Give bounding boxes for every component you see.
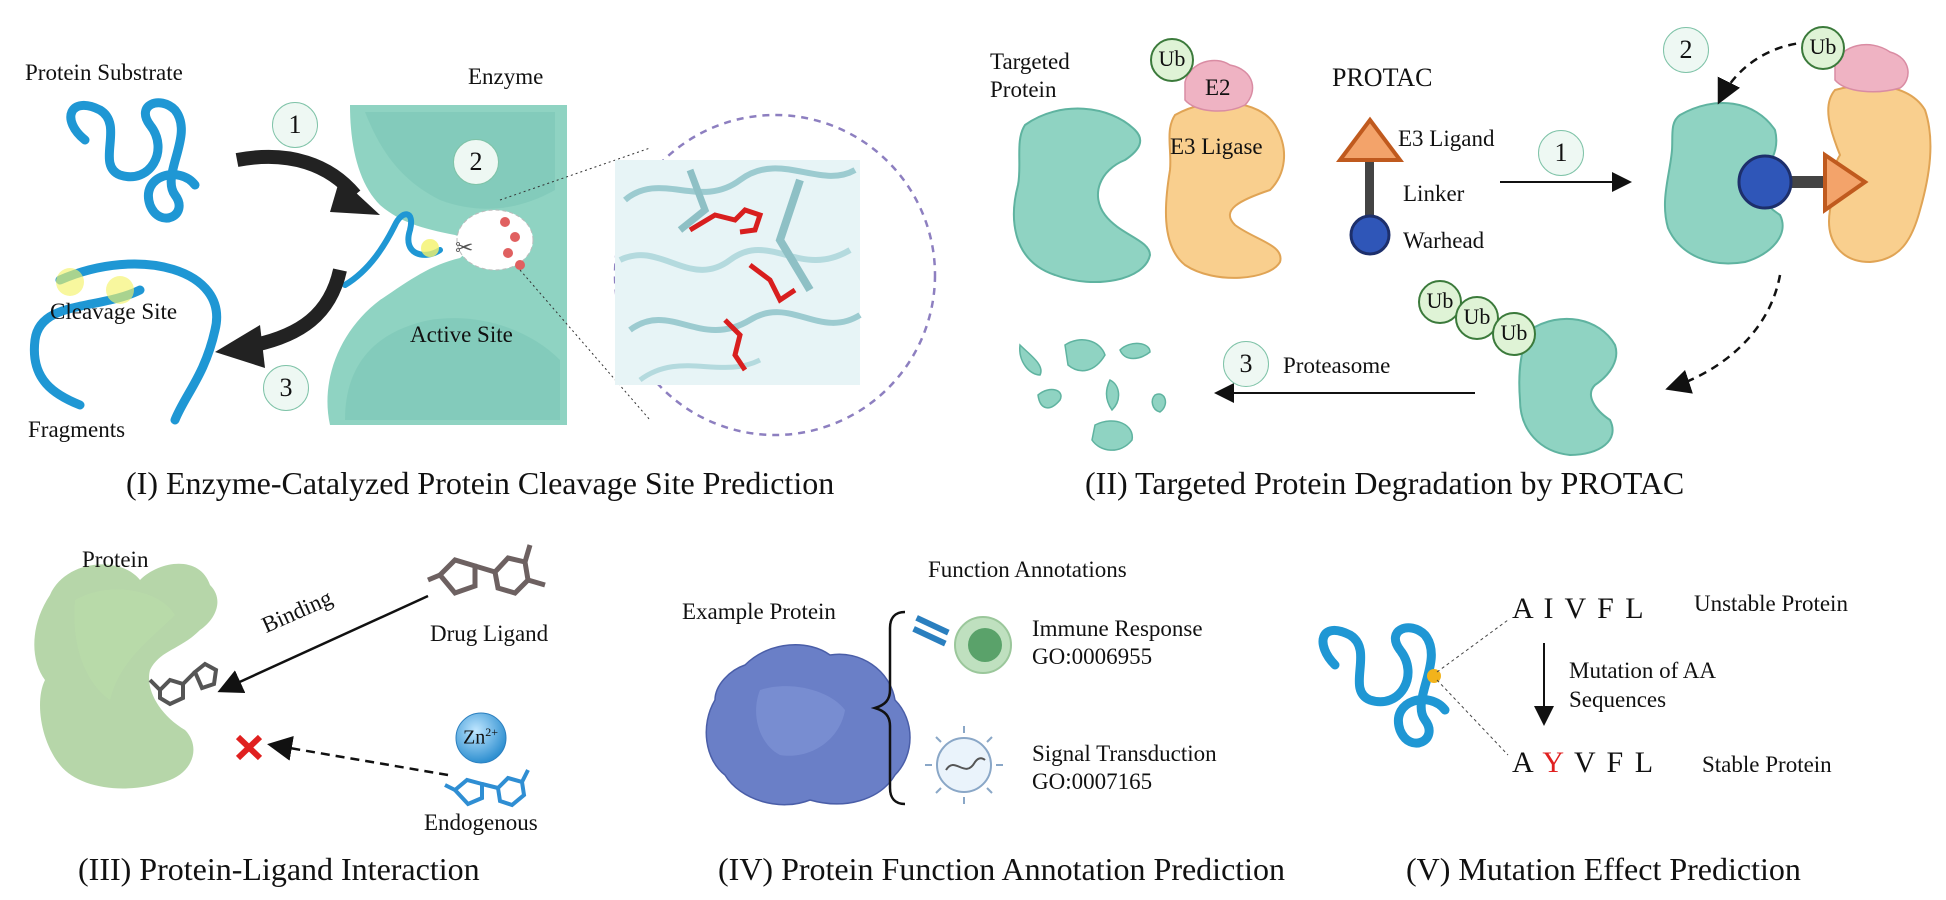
active-site-pocket	[456, 209, 534, 271]
protein-fragments	[1019, 339, 1167, 451]
caption-panel4: (IV) Protein Function Annotation Predict…	[718, 851, 1286, 887]
complex-warhead	[1737, 154, 1793, 210]
label-e3-ligand: E3 Ligand	[1398, 126, 1495, 151]
annotation-brace	[870, 610, 906, 806]
ub-badge-2: Ub	[1455, 296, 1499, 340]
label-go-0006955: GO:0006955	[1032, 644, 1153, 669]
residue-1	[688, 207, 764, 235]
substrate-in-site	[342, 211, 443, 288]
residue-2	[748, 263, 797, 304]
complex-e2	[1834, 43, 1909, 93]
protac-step3-badge: 3	[1223, 341, 1269, 387]
label-e3-ligase: E3 Ligase	[1170, 134, 1263, 159]
label-linker: Linker	[1403, 181, 1465, 206]
label-protein-substrate: Protein Substrate	[25, 60, 183, 85]
mutation-site-marker	[1427, 669, 1441, 683]
step3-badge: 3	[263, 365, 309, 411]
label-cleavage-site: Cleavage Site	[50, 299, 178, 324]
residue-3	[723, 318, 748, 372]
label-warhead: Warhead	[1403, 228, 1485, 253]
ub-badge-1: Ub	[1418, 280, 1462, 324]
label-unstable-protein: Unstable Protein	[1694, 591, 1848, 616]
drug-ligand	[427, 544, 546, 596]
seq-after-rest: V F L	[1573, 746, 1656, 779]
label-protein: Protein	[82, 547, 149, 572]
zn-symbol: Zn	[463, 726, 486, 749]
label-endogenous: Endogenous	[424, 810, 538, 835]
arrow-step3	[253, 268, 347, 352]
svg-text:✂: ✂	[455, 235, 473, 260]
e2-shape	[1184, 59, 1254, 112]
caption-panel2: (II) Targeted Protein Degradation by PRO…	[1085, 465, 1685, 501]
immune-cell-icon	[912, 615, 1012, 674]
zn-charge: 2+	[485, 725, 498, 739]
seq-after-mutated-residue: Y	[1542, 746, 1565, 779]
signal-transduction-icon	[925, 726, 1003, 804]
protac-step1-badge: 1	[1538, 130, 1584, 176]
arrow-to-ubiquitinated	[1665, 274, 1782, 394]
protac-step2-badge: 2	[1663, 27, 1709, 73]
label-stable-protein: Stable Protein	[1702, 752, 1832, 777]
label-e2: E2	[1205, 75, 1231, 100]
zn-ion	[455, 712, 507, 764]
ub-badge-top: Ub	[1150, 38, 1194, 82]
label-proteasome: Proteasome	[1283, 353, 1391, 378]
caption-panel1: (I) Enzyme-Catalyzed Protein Cleavage Si…	[126, 465, 835, 501]
bound-ligand	[148, 661, 219, 707]
ubiquitinated-protein	[1518, 317, 1618, 457]
seq-after-a: A	[1512, 746, 1535, 779]
arrow-step2	[1717, 40, 1811, 105]
label-drug-ligand: Drug Ligand	[430, 621, 549, 646]
ub-badge-3: Ub	[1492, 312, 1536, 356]
label-function-annotations: Function Annotations	[928, 557, 1127, 582]
sequence-after: A Y V F L	[1512, 746, 1655, 779]
ub-badge-complex: Ub	[1801, 26, 1845, 70]
complex-e3-ligase	[1827, 84, 1932, 264]
step2-badge: 2	[453, 139, 499, 185]
label-signal-transduction: Signal Transduction	[1032, 741, 1217, 766]
label-active-site: Active Site	[410, 322, 513, 347]
caption-panel3: (III) Protein-Ligand Interaction	[78, 851, 480, 887]
cleaved-strand	[29, 259, 222, 425]
label-immune-response: Immune Response	[1032, 616, 1203, 641]
endogenous-ligand	[444, 769, 530, 808]
protein-substrate-strand	[66, 98, 200, 223]
no-binding-cross	[235, 734, 263, 761]
caption-panel5: (V) Mutation Effect Prediction	[1406, 851, 1801, 887]
complex-targeted-protein	[1663, 102, 1784, 265]
step1-badge: 1	[272, 102, 318, 148]
warhead-circle	[1349, 214, 1391, 256]
label-fragments: Fragments	[28, 417, 126, 442]
label-protac: PROTAC	[1332, 63, 1433, 92]
targeted-protein-shape	[1013, 107, 1152, 283]
sequence-before: A I V F L	[1512, 592, 1646, 625]
complex-ligand	[1823, 151, 1869, 214]
mutation-protein-strand	[1318, 623, 1450, 748]
e3-ligase-shape	[1164, 101, 1286, 279]
label-go-0007165: GO:0007165	[1032, 769, 1153, 794]
label-mutation-line1: Mutation of AA	[1569, 658, 1716, 683]
label-example-protein: Example Protein	[682, 599, 836, 624]
label-targeted-protein: Targeted Protein	[990, 49, 1070, 102]
label-zn: Zn2+	[463, 725, 498, 749]
label-mutation-line2: Sequences	[1569, 687, 1667, 712]
e3-ligand-triangle	[1336, 116, 1404, 162]
label-enzyme: Enzyme	[468, 64, 544, 89]
